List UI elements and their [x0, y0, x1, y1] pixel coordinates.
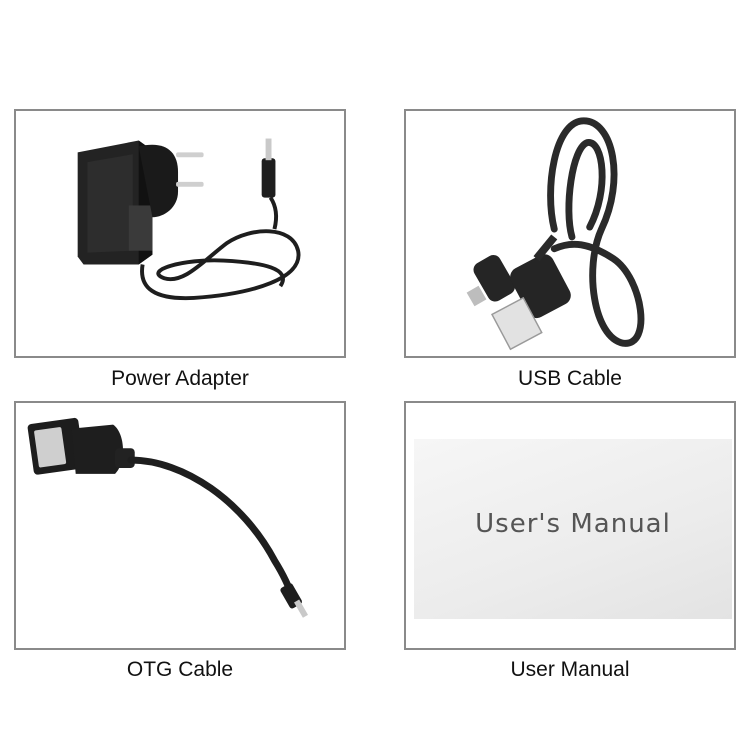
otg-cable-caption: OTG Cable	[126, 658, 234, 681]
usb-cable-caption: USB Cable	[518, 367, 622, 390]
power-adapter-panel	[14, 109, 346, 358]
otg-cable-image	[27, 417, 309, 618]
usb-cable-panel	[404, 109, 736, 358]
power-adapter-caption: Power Adapter	[111, 367, 249, 390]
power-adapter-image	[77, 138, 301, 301]
user-manual-cover-title: User's Manual	[475, 509, 671, 539]
user-manual-panel: User's Manual	[404, 401, 736, 650]
user-manual-booklet: User's Manual	[414, 439, 732, 619]
usb-cable-image	[466, 117, 645, 351]
user-manual-caption: User Manual	[510, 658, 630, 681]
otg-cable-panel	[14, 401, 346, 650]
